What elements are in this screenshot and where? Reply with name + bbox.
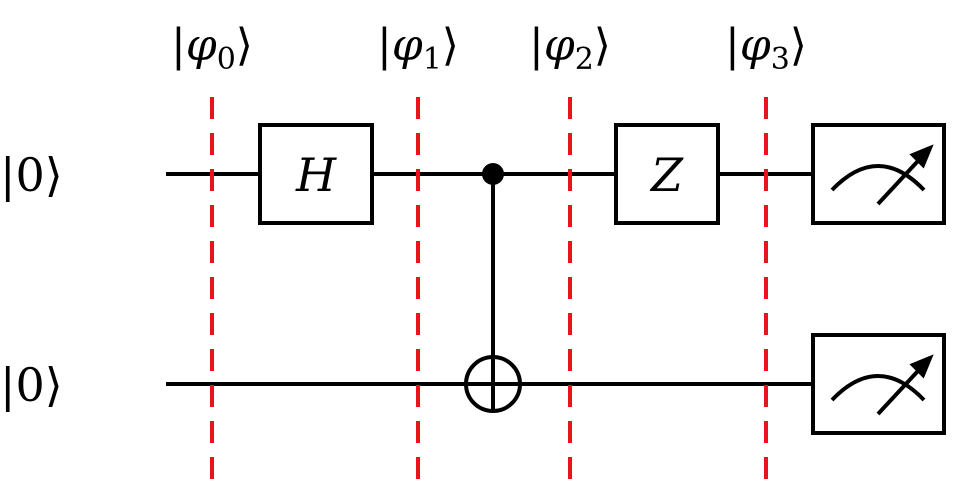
cnot-control-dot [482,163,504,185]
hadamard-gate: H [258,123,374,225]
pauli-z-gate: Z [614,123,720,225]
hadamard-gate-label: H [295,148,337,202]
state-label-0: |φ0⟩ [171,20,253,77]
state-label-1: |φ1⟩ [377,20,459,77]
meter-icon [830,354,934,416]
measurement-box-qubit-1 [811,333,946,435]
state-separators [210,97,768,483]
measurement-box-qubit-0 [811,123,946,225]
pauli-z-gate-label: Z [649,148,684,202]
input-label-qubit-0: |0⟩ [0,148,63,202]
state-label-3: |φ3⟩ [725,20,807,77]
cnot-gate [464,163,522,413]
state-label-2: |φ2⟩ [529,20,611,77]
cnot-target-oplus-icon [464,355,522,413]
input-label-qubit-1: |0⟩ [0,358,63,412]
meter-icon [830,144,934,206]
